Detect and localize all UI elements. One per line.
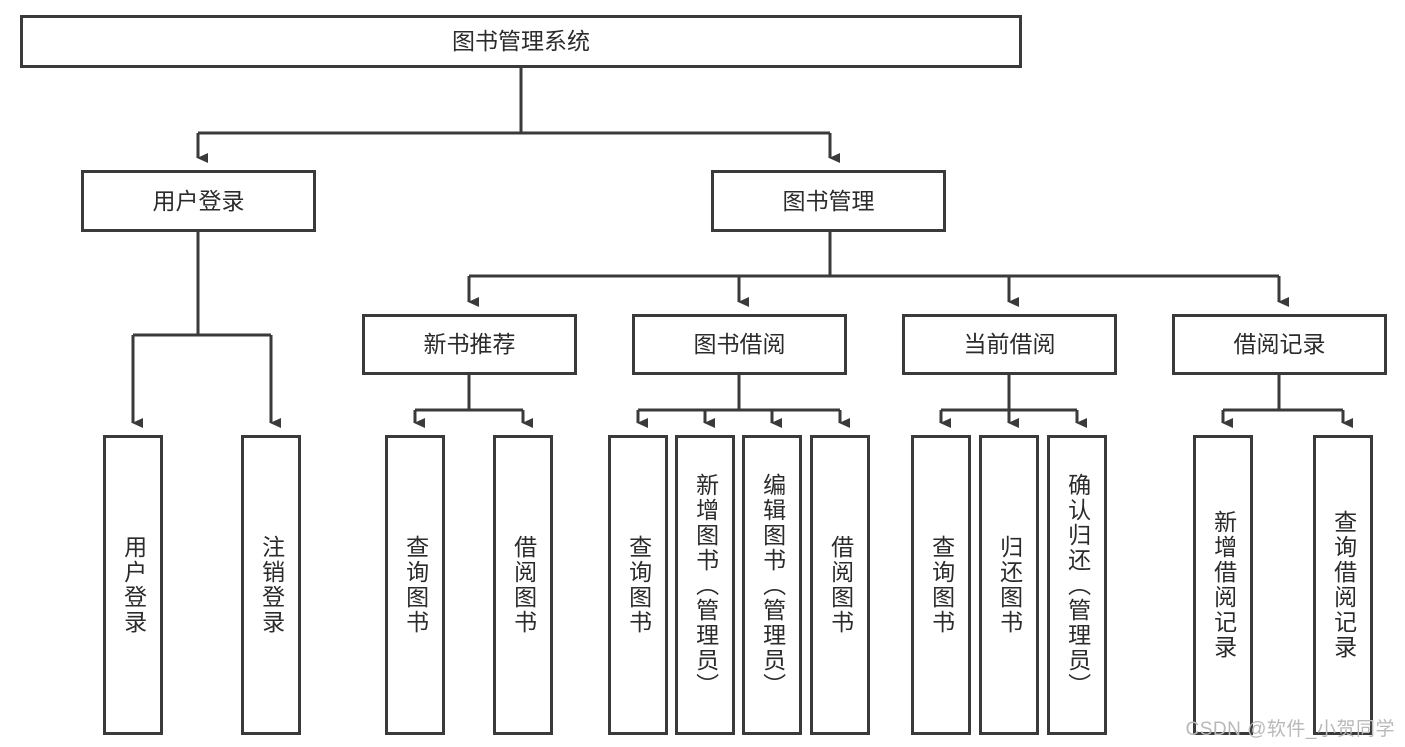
node-leaf-add-book[interactable]: 新增图书（管理员） [675,435,735,735]
node-book-manage[interactable]: 图书管理 [711,170,946,232]
node-new-book-recommend[interactable]: 新书推荐 [362,314,577,375]
watermark: CSDN @软件_小贺同学 [1185,719,1395,740]
node-leaf-query-book-1[interactable]: 查询图书 [385,435,445,735]
node-leaf-query-book-2[interactable]: 查询图书 [608,435,668,735]
node-label: 借阅记录 [1233,331,1326,357]
node-leaf-edit-book[interactable]: 编辑图书（管理员） [742,435,802,735]
node-label: 查询图书 [402,535,429,635]
node-label: 查询图书 [625,535,652,635]
node-label: 新书推荐 [423,331,516,357]
node-leaf-borrow-book-1[interactable]: 借阅图书 [493,435,553,735]
node-label: 用户登录 [120,535,147,635]
node-label: 当前借阅 [963,331,1056,357]
node-leaf-query-record[interactable]: 查询借阅记录 [1313,435,1373,735]
node-leaf-logout[interactable]: 注销登录 [241,435,301,735]
node-leaf-confirm-return[interactable]: 确认归还（管理员） [1047,435,1107,735]
node-label: 用户登录 [152,187,245,214]
node-label: 查询借阅记录 [1330,510,1357,660]
node-label: 图书借阅 [693,331,786,357]
node-label: 注销登录 [258,535,285,635]
node-label: 图书管理系统 [452,28,590,54]
node-label: 编辑图书（管理员） [759,472,786,698]
node-leaf-borrow-book-2[interactable]: 借阅图书 [810,435,870,735]
node-label: 查询图书 [928,535,955,635]
node-borrow-record[interactable]: 借阅记录 [1172,314,1387,375]
node-book-borrow[interactable]: 图书借阅 [632,314,847,375]
node-label: 归还图书 [996,535,1023,635]
node-label: 新增图书（管理员） [692,472,719,698]
node-label: 图书管理 [782,187,875,214]
node-label: 借阅图书 [510,535,537,635]
node-label: 新增借阅记录 [1210,510,1237,660]
node-label: 确认归还（管理员） [1064,472,1091,698]
node-leaf-return-book[interactable]: 归还图书 [979,435,1039,735]
node-label: 借阅图书 [827,535,854,635]
node-user-login[interactable]: 用户登录 [81,170,316,232]
node-leaf-add-record[interactable]: 新增借阅记录 [1193,435,1253,735]
node-current-borrow[interactable]: 当前借阅 [902,314,1117,375]
node-leaf-user-login[interactable]: 用户登录 [103,435,163,735]
node-leaf-query-book-3[interactable]: 查询图书 [911,435,971,735]
node-book-management-system[interactable]: 图书管理系统 [20,15,1022,68]
